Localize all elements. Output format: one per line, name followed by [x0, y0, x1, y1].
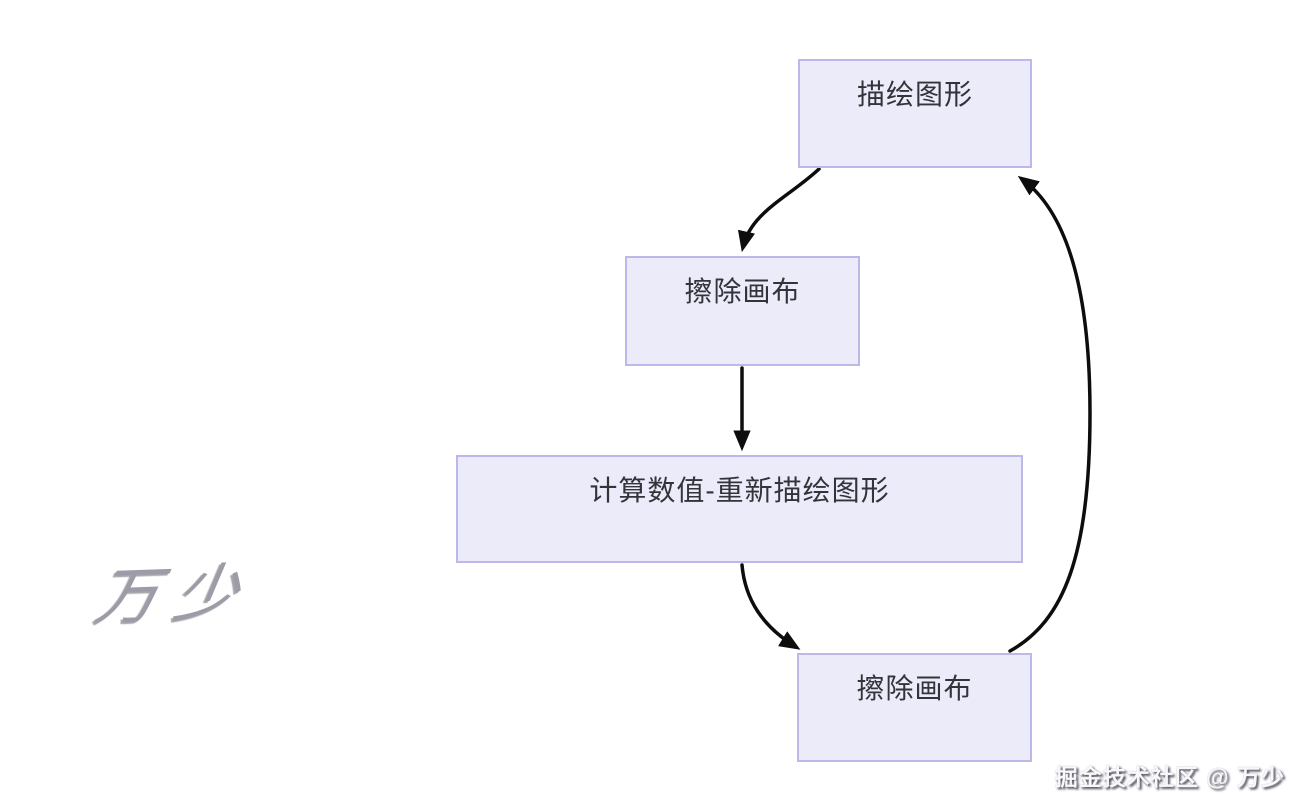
arrow-draw-to-erase1 [737, 167, 821, 253]
node-compute-redraw: 计算数值-重新描绘图形 [456, 455, 1023, 563]
node-label: 擦除画布 [856, 673, 973, 704]
arrow-compute-to-erase2 [740, 563, 801, 650]
watermark-signature: 万少 [90, 558, 260, 633]
arrow-erase2-loop-to-draw [1008, 175, 1092, 653]
node-erase-canvas-1: 擦除画布 [625, 256, 860, 366]
node-label: 计算数值-重新描绘图形 [589, 475, 890, 506]
node-erase-canvas-2: 擦除画布 [797, 653, 1032, 762]
node-label: 描绘图形 [856, 79, 973, 110]
node-label: 擦除画布 [684, 276, 801, 307]
node-draw-graphics: 描绘图形 [798, 59, 1032, 168]
watermark-credit: 掘金技术社区 @ 万少 [1054, 764, 1285, 790]
